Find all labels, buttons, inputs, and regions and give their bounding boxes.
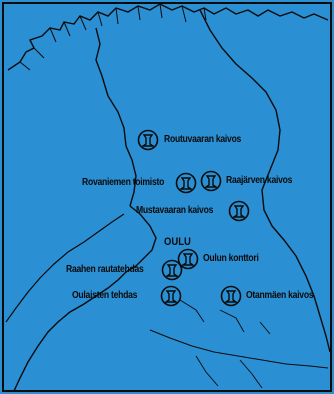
bothnia-coastline xyxy=(13,205,157,392)
mine-symbol-icon[interactable] xyxy=(177,248,199,270)
mine-symbol-icon[interactable] xyxy=(220,285,242,307)
mine-symbol-icon[interactable] xyxy=(200,170,222,192)
lake-lines xyxy=(179,299,271,389)
sweden-border xyxy=(95,27,137,207)
map-frame xyxy=(2,2,332,392)
city-label-oulu: OULU xyxy=(164,236,191,248)
location-label-oulainen: Oulaisten tehdas xyxy=(72,290,138,301)
location-label-otanmaki: Otanmäen kaivos xyxy=(246,290,314,301)
mine-symbol-icon[interactable] xyxy=(161,259,183,281)
southern-coastline xyxy=(149,329,329,369)
northern-coastline xyxy=(7,3,329,71)
swedish-coastline xyxy=(5,213,125,323)
mine-symbol-icon[interactable] xyxy=(160,285,182,307)
location-label-mustavaara: Mustavaaran kaivos xyxy=(136,205,214,216)
location-label-raajarvi: Raajärven kaivos xyxy=(226,175,293,186)
location-label-oulu-office: Oulun konttori xyxy=(203,253,259,264)
location-label-raahe: Raahen rautatehdas xyxy=(66,264,144,275)
mine-symbol-icon[interactable] xyxy=(137,129,159,151)
russia-border xyxy=(199,9,331,353)
location-label-rovaniemi: Rovaniemen toimisto xyxy=(82,177,165,188)
mine-symbol-icon[interactable] xyxy=(175,172,197,194)
fjord-lines xyxy=(19,3,207,71)
mine-symbol-icon[interactable] xyxy=(228,200,250,222)
location-label-routuvaara: Routuvaaran kaivos xyxy=(164,134,242,145)
